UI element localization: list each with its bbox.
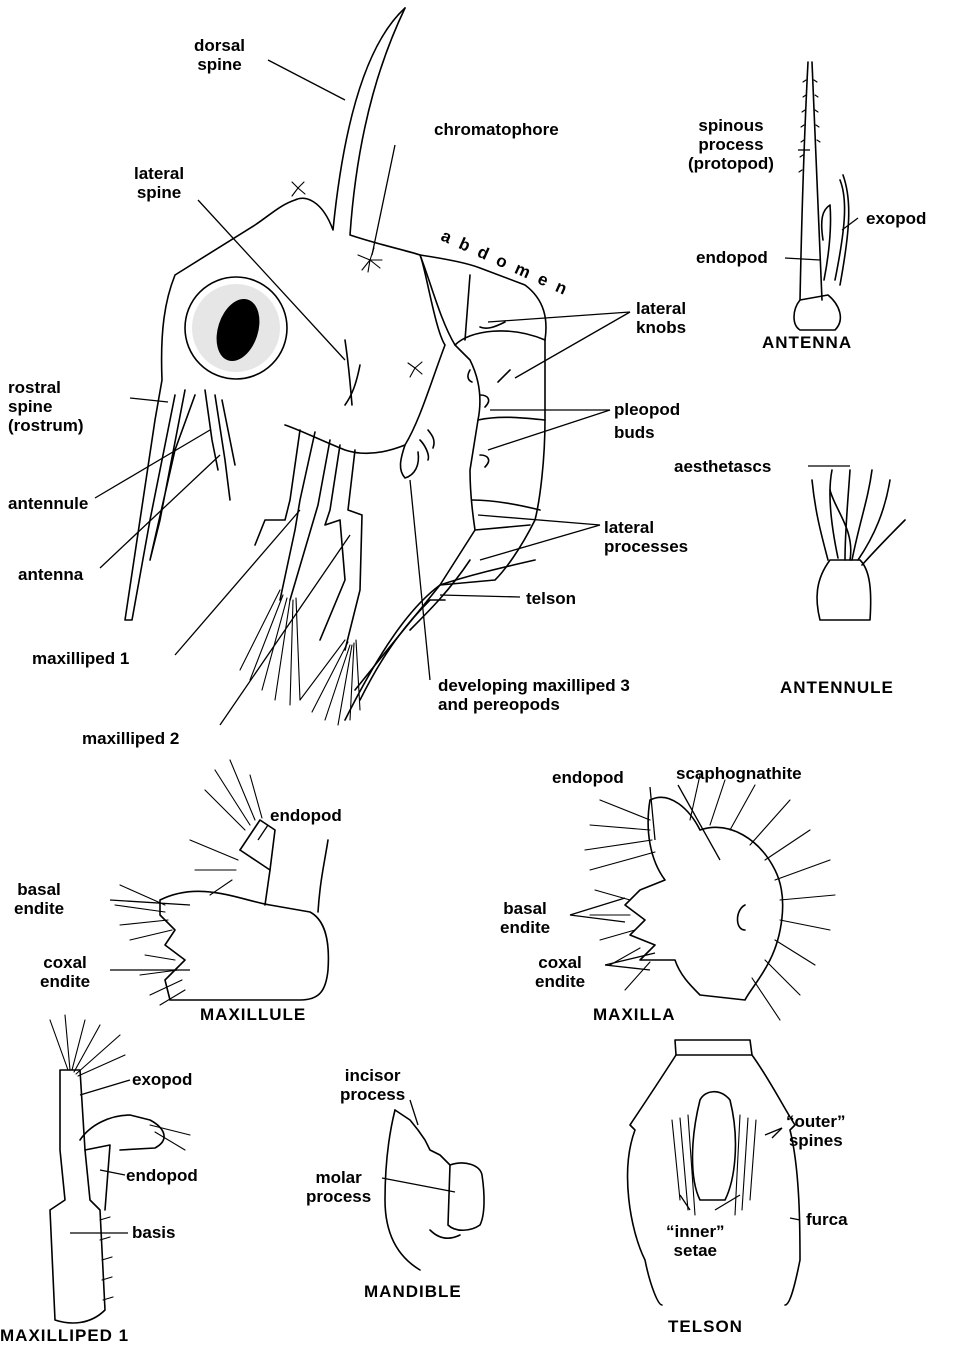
label-outer-spines: “outer” spines (786, 1112, 846, 1150)
label-molar-process-line2: process (306, 1187, 371, 1206)
caption-telson: TELSON (668, 1317, 743, 1337)
antenna-drawing (794, 62, 849, 330)
maxilla-drawing (585, 775, 835, 1020)
label-lateral-processes: lateral processes (604, 518, 688, 556)
abdomen-segments (345, 255, 546, 720)
label-inner-setae-line2: setae (666, 1241, 725, 1260)
caption-antennule: ANTENNULE (780, 678, 894, 698)
label-developing-maxilliped-3: developing maxilliped 3 and pereopods (438, 676, 630, 714)
maxilliped-setae (240, 590, 360, 725)
label-spinous-process-line1: spinous (688, 116, 774, 135)
label-exopod-antenna: exopod (866, 209, 926, 228)
label-rostral-spine-line1: rostral (8, 378, 84, 397)
label-lateral-spine-line1: lateral (134, 164, 184, 183)
label-molar-process: molar process (306, 1168, 371, 1206)
label-scaphognathite: scaphognathite (676, 764, 802, 783)
label-exopod-maxilliped: exopod (132, 1070, 192, 1089)
caption-maxillule: MAXILLULE (200, 1005, 306, 1025)
label-developing-line2: and pereopods (438, 695, 630, 714)
label-rostral-spine-line3: (rostrum) (8, 416, 84, 435)
label-basal-endite-maxillule-line2: endite (14, 899, 64, 918)
telson-drawing (628, 1040, 800, 1305)
label-endopod-antenna: endopod (696, 248, 768, 267)
label-spinous-process-line2: process (688, 135, 774, 154)
mandible-drawing (385, 1110, 484, 1270)
label-endopod-maxilla: endopod (552, 768, 624, 787)
label-basal-endite-maxillule: basal endite (14, 880, 64, 918)
label-lateral-spine-line2: spine (134, 183, 184, 202)
label-outer-spines-line2: spines (786, 1131, 846, 1150)
label-inner-setae: “inner” setae (666, 1222, 725, 1260)
label-basal-endite-maxilla-line1: basal (500, 899, 550, 918)
zoea-larva-drawing (125, 8, 546, 725)
caption-antenna: ANTENNA (762, 333, 852, 353)
label-coxal-endite-maxillule: coxal endite (40, 953, 90, 991)
label-lateral-knobs: lateral knobs (636, 299, 686, 337)
label-spinous-process: spinous process (protopod) (688, 116, 774, 173)
label-dorsal-spine: dorsal spine (194, 36, 245, 74)
label-coxal-endite-maxilla-line1: coxal (535, 953, 585, 972)
label-endopod-maxillule: endopod (270, 806, 342, 825)
label-basal-endite-maxillule-line1: basal (14, 880, 64, 899)
chromatophore-icon (292, 182, 422, 377)
antennule-drawing (812, 470, 905, 620)
label-antennule: antennule (8, 494, 88, 513)
label-inner-setae-line1: “inner” (666, 1222, 725, 1241)
label-molar-process-line1: molar (306, 1168, 371, 1187)
label-basal-endite-maxilla-line2: endite (500, 918, 550, 937)
label-coxal-endite-maxillule-line1: coxal (40, 953, 90, 972)
label-aesthetascs: aesthetascs (674, 457, 771, 476)
label-outer-spines-line1: “outer” (786, 1112, 846, 1131)
label-incisor-process-line2: process (340, 1085, 405, 1104)
label-lateral-processes-line1: lateral (604, 518, 688, 537)
label-coxal-endite-maxilla-line2: endite (535, 972, 585, 991)
label-spinous-process-line3: (protopod) (688, 154, 774, 173)
label-pleopod-buds-line2: buds (614, 423, 680, 442)
label-maxilliped-2: maxilliped 2 (82, 729, 179, 748)
caption-mandible: MANDIBLE (364, 1282, 462, 1302)
caption-maxilliped-1: MAXILLIPED 1 (0, 1326, 129, 1346)
label-antenna: antenna (18, 565, 83, 584)
label-incisor-process: incisor process (340, 1066, 405, 1104)
label-lateral-processes-line2: processes (604, 537, 688, 556)
label-pleopod-buds-line1: pleopod (614, 400, 680, 419)
label-basal-endite-maxilla: basal endite (500, 899, 550, 937)
label-lateral-knobs-line1: lateral (636, 299, 686, 318)
label-furca: furca (806, 1210, 848, 1229)
label-rostral-spine-line2: spine (8, 397, 84, 416)
label-chromatophore: chromatophore (434, 120, 559, 139)
label-basis: basis (132, 1223, 175, 1242)
label-coxal-endite-maxillule-line2: endite (40, 972, 90, 991)
label-developing-line1: developing maxilliped 3 (438, 676, 630, 695)
label-pleopod-buds: pleopod buds (614, 400, 680, 442)
label-incisor-process-line1: incisor (340, 1066, 405, 1085)
maxillule-drawing (115, 760, 328, 1005)
label-dorsal-spine-line2: spine (194, 55, 245, 74)
label-lateral-spine: lateral spine (134, 164, 184, 202)
label-telson: telson (526, 589, 576, 608)
label-lateral-knobs-line2: knobs (636, 318, 686, 337)
label-rostral-spine: rostral spine (rostrum) (8, 378, 84, 435)
caption-maxilla: MAXILLA (593, 1005, 676, 1025)
label-dorsal-spine-line1: dorsal (194, 36, 245, 55)
label-coxal-endite-maxilla: coxal endite (535, 953, 585, 991)
label-maxilliped-1: maxilliped 1 (32, 649, 129, 668)
label-endopod-maxilliped: endopod (126, 1166, 198, 1185)
